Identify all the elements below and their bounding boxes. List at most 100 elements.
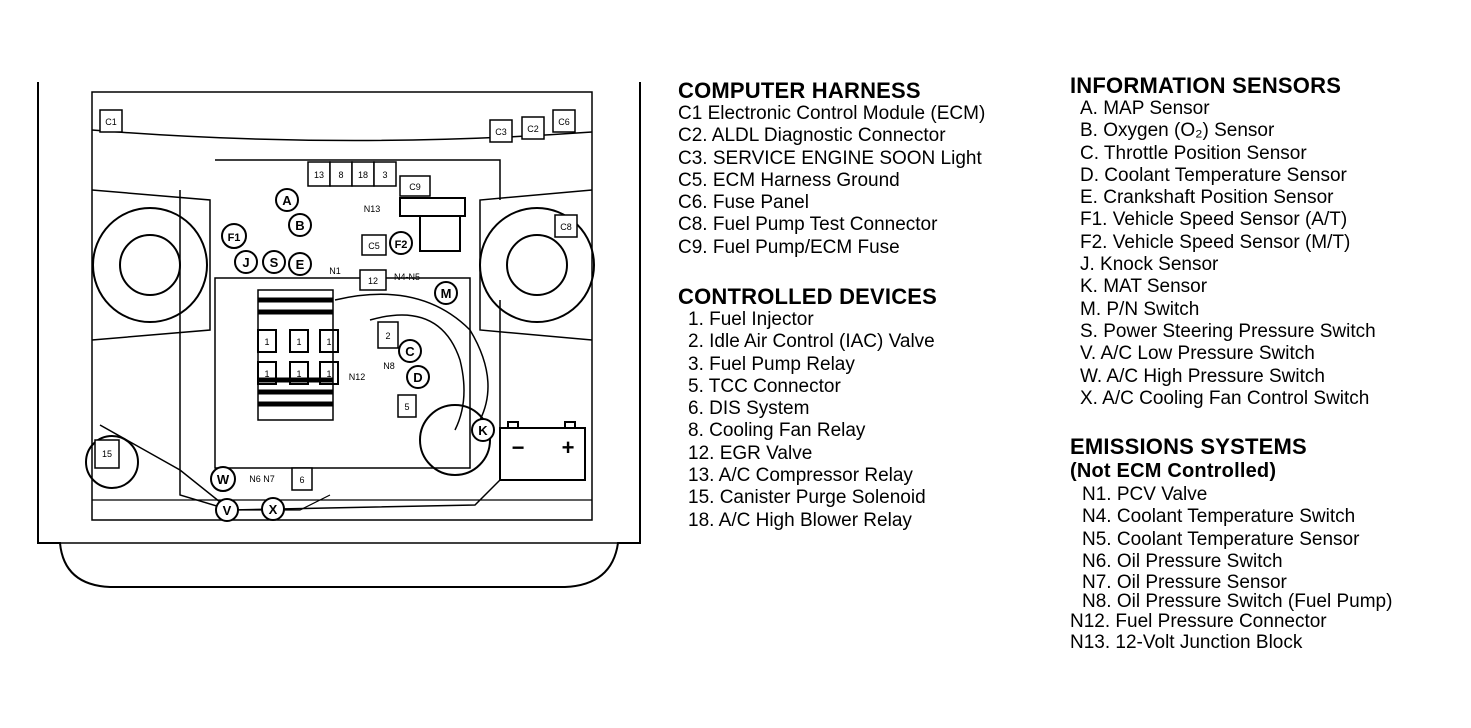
list-item: N4. Coolant Temperature Switch [1082,506,1356,528]
callout-injector: 1 [296,337,301,347]
legend-emissions-systems: EMISSIONS SYSTEMS (Not ECM Controlled) N… [1070,434,1392,653]
label-n12: N12 [349,372,366,382]
list-item: A. MAP Sensor [1080,98,1210,119]
callout-13: 13 [314,170,324,180]
air-intake [334,293,489,421]
label-n13: N13 [364,204,381,214]
list-item: M. P/N Switch [1080,298,1200,320]
list-item: F2. Vehicle Speed Sensor (M/T) [1080,231,1351,253]
callout-c1: C1 [105,117,117,127]
callout-5: 5 [404,402,409,412]
list-item: E. Crankshaft Position Sensor [1080,187,1334,209]
battery-positive: + [562,435,575,460]
callout-2: 2 [385,331,390,341]
right-wheelhouse [479,189,593,341]
list-item: S. Power Steering Pressure Switch [1080,320,1376,342]
label-n4-n5: N4-N5 [394,272,420,282]
sensor-x: X [269,502,278,517]
callout-c2: C2 [527,124,539,134]
callout-c8: C8 [560,222,572,232]
sensor-c: C [405,344,415,359]
callout-6: 6 [299,475,304,485]
list-item: N5. Coolant Temperature Sensor [1082,528,1360,550]
list-item: V. A/C Low Pressure Switch [1080,343,1315,365]
legend-controlled-devices: CONTROLLED DEVICES 1. Fuel Injector 2. I… [678,284,937,532]
battery [499,427,586,481]
list-item: W. A/C High Pressure Switch [1080,365,1325,387]
list-item: K. MAT Sensor [1080,276,1208,298]
list-item: N1. PCV Valve [1082,484,1208,505]
list-item: 8. Cooling Fan Relay [688,420,866,442]
list-item: C1 Electronic Control Module (ECM) [678,103,986,124]
list-item: N8. Oil Pressure Switch (Fuel Pump) [1082,591,1393,613]
sensor-j: J [242,255,249,270]
list-item: 6. DIS System [688,398,810,420]
section-title: INFORMATION SENSORS [1070,73,1342,98]
legend-computer-harness: COMPUTER HARNESS C1 Electronic Control M… [678,78,985,259]
callout-3: 3 [382,170,387,180]
list-item: D. Coolant Temperature Sensor [1080,164,1347,186]
sensor-v: V [223,503,232,518]
list-item: 5. TCC Connector [688,375,841,397]
list-item: F1. Vehicle Speed Sensor (A/T) [1080,209,1348,231]
compartment-outline [91,91,593,521]
battery-negative: − [512,435,525,460]
list-item: C6. Fuse Panel [678,192,809,214]
callout-injector: 1 [326,369,331,379]
junction-block [399,197,466,217]
sensor-d: D [413,370,422,385]
sensor-w: W [217,472,230,487]
callout-15: 15 [102,449,112,459]
list-item: N13. 12-Volt Junction Block [1070,632,1303,654]
callout-injector: 1 [264,369,269,379]
vehicle-outline [37,82,641,588]
list-item: C5. ECM Harness Ground [678,169,900,191]
callout-injector: 1 [296,369,301,379]
right-strut-tower [479,207,595,323]
list-item: 18. A/C High Blower Relay [688,509,912,531]
label-n6-n7: N6 N7 [249,474,275,484]
callout-c3: C3 [495,127,507,137]
left-strut-tower [92,207,208,323]
list-item: C3. SERVICE ENGINE SOON Light [678,147,982,169]
list-item: 2. Idle Air Control (IAC) Valve [688,331,935,353]
sensor-e: E [296,257,305,272]
sensor-s: S [270,255,279,270]
list-item: 15. Canister Purge Solenoid [688,487,926,509]
list-item: B. Oxygen (O₂) Sensor [1080,120,1275,142]
legend-information-sensors: INFORMATION SENSORS A. MAP Sensor B. Oxy… [1070,73,1376,410]
list-item: N12. Fuel Pressure Connector [1070,611,1327,633]
list-item: C9. Fuel Pump/ECM Fuse [678,236,900,258]
list-item: 3. Fuel Pump Relay [688,353,855,375]
engine-compartment-diagram: C1 C3 C2 C6 C8 13 8 18 3 C9 C5 12 2 5 6 … [37,82,641,588]
callout-c9: C9 [409,182,421,192]
label-n8: N8 [383,361,395,371]
label-n1: N1 [329,266,341,276]
section-title: CONTROLLED DEVICES [678,284,938,309]
section-title: COMPUTER HARNESS [678,78,921,103]
callout-18: 18 [358,170,368,180]
sensor-a: A [282,193,292,208]
list-item: C. Throttle Position Sensor [1080,142,1307,164]
list-item: J. Knock Sensor [1080,254,1219,276]
sensor-f2: F2 [395,239,408,251]
sensor-b: B [295,218,304,233]
list-item: X. A/C Cooling Fan Control Switch [1080,387,1370,409]
list-item: N7. Oil Pressure Sensor [1082,572,1287,594]
list-item: C8. Fuel Pump Test Connector [678,214,938,236]
callout-c6: C6 [558,117,570,127]
callout-injector: 1 [326,337,331,347]
list-item: 13. A/C Compressor Relay [688,465,913,487]
section-subtitle: (Not ECM Controlled) [1070,460,1277,482]
canister [85,435,139,489]
list-item: N6. Oil Pressure Switch [1082,550,1283,572]
section-title: EMISSIONS SYSTEMS [1070,434,1307,459]
list-item: 12. EGR Valve [688,442,813,464]
callout-12: 12 [368,276,378,286]
callout-c5: C5 [368,241,380,251]
left-wheelhouse [91,189,211,341]
sensor-k: K [478,423,488,438]
list-item: C2. ALDL Diagnostic Connector [678,125,946,147]
sensor-m: M [441,286,452,301]
list-item: 1. Fuel Injector [688,309,814,330]
